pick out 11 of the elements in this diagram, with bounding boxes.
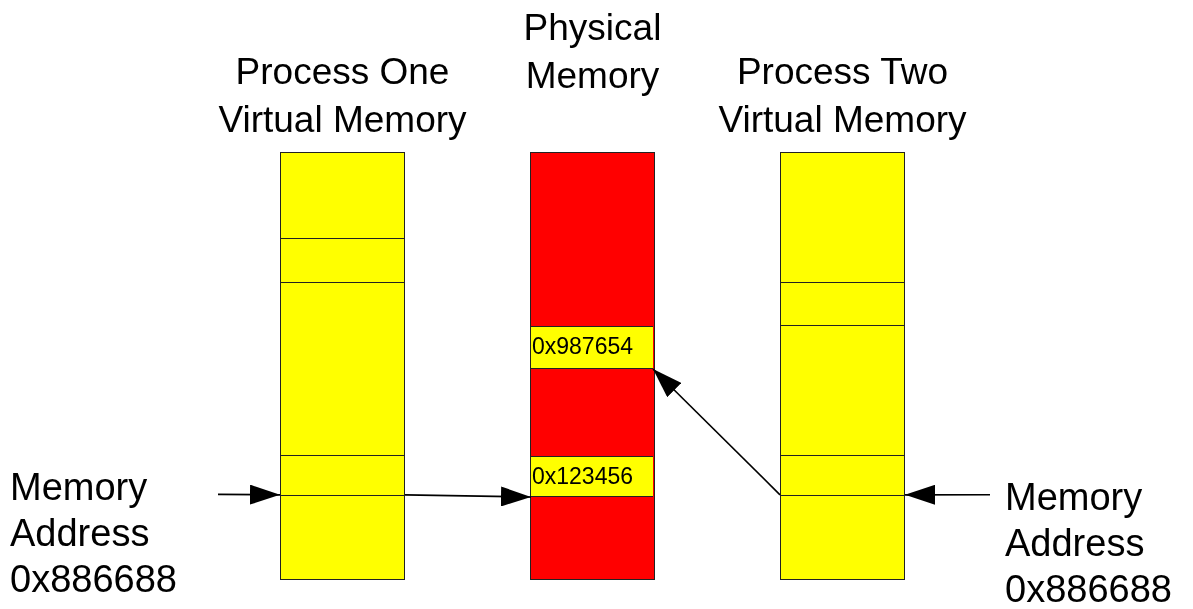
arrow — [904, 484, 991, 505]
arrow — [404, 486, 532, 507]
arrow — [217, 484, 281, 505]
column-heading: Process One Virtual Memory — [217, 50, 468, 142]
address-label: Memory Address 0x886688 — [10, 464, 210, 602]
column-heading: Physical Memory — [522, 6, 663, 98]
memory-segment: 0x123456 — [531, 456, 653, 497]
address-label: Memory Address 0x886688 — [1005, 474, 1190, 609]
arrow — [652, 368, 781, 496]
memory-segment: 0x987654 — [531, 326, 653, 369]
column-heading: Process Two Virtual Memory — [717, 50, 968, 142]
